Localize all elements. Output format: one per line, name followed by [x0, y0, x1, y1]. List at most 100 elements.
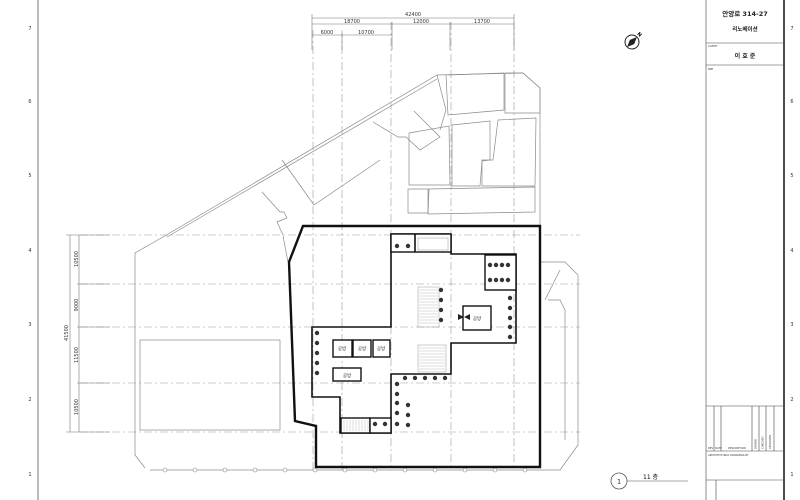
client-label: CLIENT [708, 44, 718, 48]
border-number: 6 [790, 99, 793, 105]
column [505, 277, 511, 283]
column [405, 412, 411, 418]
column [507, 334, 513, 340]
border-number: 1 [790, 472, 793, 478]
site-context [134, 72, 579, 471]
column [507, 315, 513, 321]
column [507, 305, 513, 311]
border-number: 1 [28, 472, 31, 478]
column [493, 277, 499, 283]
dimension-label: 6000 [321, 30, 334, 36]
room-workshop [372, 339, 391, 358]
column [487, 277, 493, 283]
dimension-label: 11500 [74, 347, 80, 363]
rev-header: CHECKED [761, 436, 765, 449]
stair-center [417, 286, 440, 328]
dimension-label: 10500 [74, 399, 80, 415]
drawing-number: 1 [617, 479, 621, 486]
border-number: 2 [790, 397, 793, 403]
dimension-label: 10700 [358, 30, 374, 36]
room-label: 공방 [377, 345, 385, 352]
north-arrow-icon: N [624, 31, 643, 50]
boundary-marker [162, 467, 168, 473]
restroom-block [484, 254, 517, 291]
boundary-marker [492, 467, 498, 473]
boundary-marker [402, 467, 408, 473]
interior-walls [311, 233, 517, 434]
sheet-border: 7 6 5 4 3 2 1 7 6 5 4 3 2 1 [28, 0, 794, 500]
stair-treads [343, 289, 445, 431]
border-number: 4 [790, 248, 793, 254]
top-dimensions: 42400 18700 12000 13700 6000 10700 [311, 12, 515, 50]
column [314, 370, 320, 376]
door-symbol-icon [458, 314, 470, 320]
boundary-marker [252, 467, 258, 473]
column [405, 402, 411, 408]
border-number: 5 [28, 173, 31, 179]
name-label: NPE [708, 67, 714, 71]
boundary-marker [192, 467, 198, 473]
stair-bottom [340, 417, 371, 434]
rev-header: DESCRIPTION [728, 446, 746, 450]
columns [314, 243, 513, 428]
building-outline [287, 224, 542, 469]
column [499, 277, 505, 283]
column [394, 410, 400, 416]
dimension-label: 12000 [413, 19, 429, 25]
room-label: 공방 [473, 315, 481, 322]
column [314, 360, 320, 366]
north-label: N [635, 31, 642, 38]
column [422, 375, 428, 381]
border-number: 2 [28, 397, 31, 403]
project-subtitle: 리노베이션 [732, 25, 757, 33]
column [314, 350, 320, 356]
stair-elevator-core [390, 233, 452, 253]
project-title: 안양로 314-27 [722, 9, 768, 18]
column [394, 243, 400, 249]
rev-header: APPROVED [768, 435, 772, 449]
column [442, 375, 448, 381]
stair-lower [417, 344, 447, 373]
column [402, 375, 408, 381]
structural-grid [80, 22, 580, 470]
boundary-marker [282, 467, 288, 473]
border-number: 3 [28, 322, 31, 328]
rev-header: DRAWN [754, 439, 758, 449]
rev-header: DATE [715, 446, 722, 450]
border-number: 3 [790, 322, 793, 328]
border-number: 7 [28, 26, 31, 32]
column [382, 421, 388, 427]
border-number: 7 [790, 26, 793, 32]
column [394, 391, 400, 397]
column [507, 324, 513, 330]
column [438, 307, 444, 313]
drawing-floor-title: 11 층 [643, 473, 659, 481]
dimension-label: 42400 [405, 12, 421, 18]
boundary-marker [222, 467, 228, 473]
dimension-label: 41500 [64, 325, 70, 341]
elevator-bottom [369, 417, 392, 434]
boundary-marker [432, 467, 438, 473]
column [394, 400, 400, 406]
column [314, 330, 320, 336]
column [438, 287, 444, 293]
title-block: 안양로 314-27 리노베이션 CLIENT 이 효 준 NPE REV DA… [705, 0, 783, 500]
border-number: 6 [28, 99, 31, 105]
column [438, 297, 444, 303]
dimension-label: 13700 [474, 19, 490, 25]
boundary-marker [342, 467, 348, 473]
dimension-label: 10500 [74, 251, 80, 267]
column [412, 375, 418, 381]
column [505, 262, 511, 268]
column [405, 422, 411, 428]
column [438, 317, 444, 323]
column [507, 295, 513, 301]
column [314, 340, 320, 346]
rev-header: REV [708, 446, 713, 450]
boundary-marker [462, 467, 468, 473]
drawing-title: 1 11 층 [610, 472, 688, 490]
room-label: 공방 [338, 345, 346, 352]
revision-table: REV DATE DESCRIPTION DRAWN CHECKED APPRO… [706, 405, 783, 500]
border-number: 5 [790, 173, 793, 179]
